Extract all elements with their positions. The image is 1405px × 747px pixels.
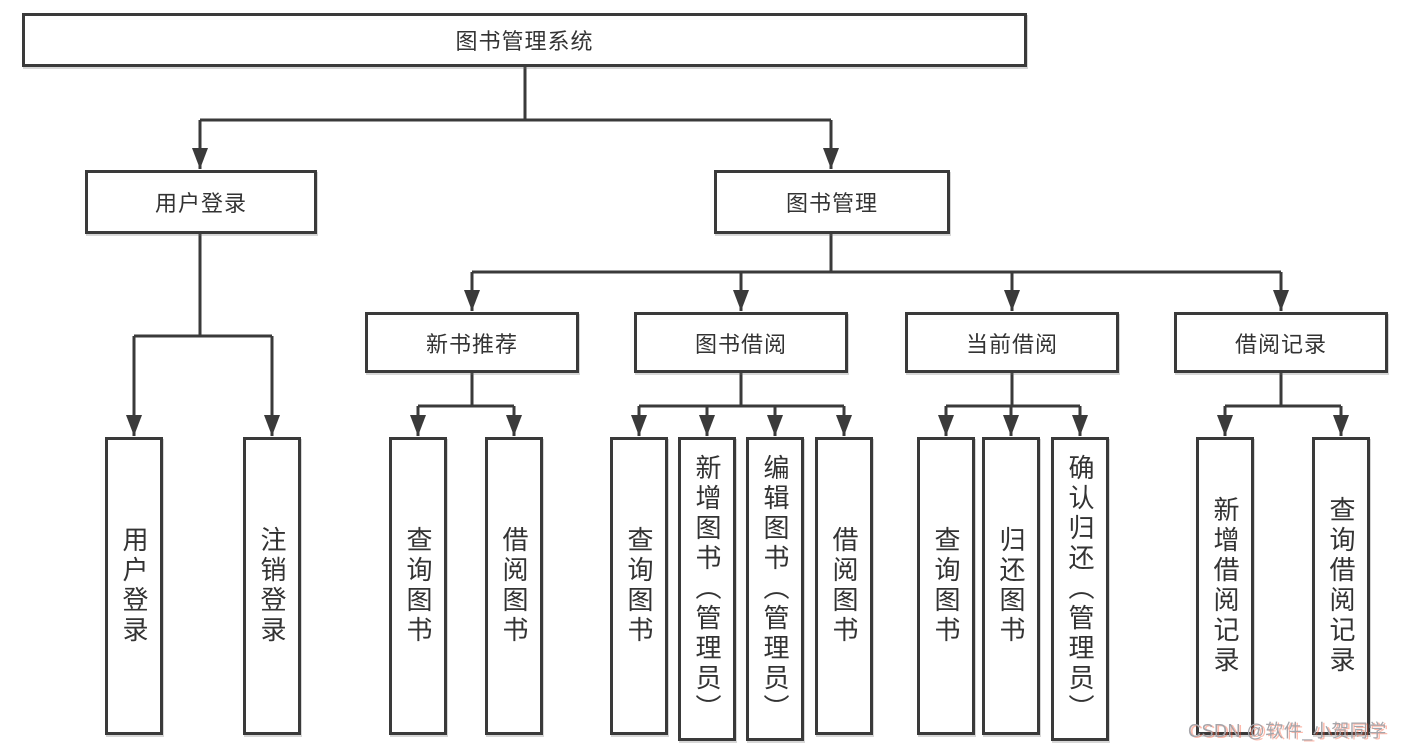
leaf-add-books-admin: 新增图书（管理员） <box>678 437 736 741</box>
leaf-query-books-3: 查询图书 <box>917 437 975 735</box>
leaf-label: 借阅图书 <box>829 526 859 646</box>
leaf-label: 注销登录 <box>257 526 287 646</box>
leaf-label: 新增借阅记录 <box>1210 496 1240 676</box>
node-label: 借阅记录 <box>1234 331 1327 357</box>
leaf-label: 借阅图书 <box>499 526 529 646</box>
node-label: 新书推荐 <box>425 331 518 357</box>
leaf-add-borrow-record: 新增借阅记录 <box>1196 437 1254 735</box>
leaf-borrow-books: 借阅图书 <box>485 437 543 735</box>
node-label: 图书借阅 <box>694 331 787 357</box>
leaf-edit-books-admin: 编辑图书（管理员） <box>746 437 804 741</box>
node-library-management-system: 图书管理系统 <box>22 13 1027 67</box>
csdn-watermark: CSDN @软件_小贺同学 <box>1188 721 1387 741</box>
node-label: 用户登录 <box>154 191 247 216</box>
leaf-label: 新增图书（管理员） <box>692 454 722 724</box>
leaf-label: 查询借阅记录 <box>1326 496 1356 676</box>
leaf-label: 查询图书 <box>403 526 433 646</box>
leaf-label: 编辑图书（管理员） <box>760 454 790 724</box>
leaf-query-books: 查询图书 <box>389 437 447 735</box>
node-book-borrow: 图书借阅 <box>634 312 848 373</box>
leaf-label: 查询图书 <box>624 526 654 646</box>
leaf-logout: 注销登录 <box>243 437 301 735</box>
node-label: 图书管理系统 <box>455 29 594 54</box>
leaf-user-login: 用户登录 <box>105 437 163 735</box>
node-book-management: 图书管理 <box>714 170 950 234</box>
leaf-label: 归还图书 <box>996 526 1026 646</box>
leaf-return-books: 归还图书 <box>982 437 1040 735</box>
leaf-query-borrow-record: 查询借阅记录 <box>1312 437 1370 735</box>
node-borrow-records: 借阅记录 <box>1174 312 1388 373</box>
node-label: 图书管理 <box>785 191 878 216</box>
leaf-label: 用户登录 <box>119 526 149 646</box>
leaf-confirm-return-admin: 确认归还（管理员） <box>1051 437 1109 741</box>
leaf-label: 确认归还（管理员） <box>1065 454 1095 724</box>
node-current-borrow: 当前借阅 <box>905 312 1119 373</box>
leaf-query-books-2: 查询图书 <box>610 437 668 735</box>
node-user-login: 用户登录 <box>85 170 317 234</box>
node-new-book-recommend: 新书推荐 <box>365 312 579 373</box>
leaf-borrow-books-2: 借阅图书 <box>815 437 873 735</box>
leaf-label: 查询图书 <box>931 526 961 646</box>
node-label: 当前借阅 <box>965 331 1058 357</box>
